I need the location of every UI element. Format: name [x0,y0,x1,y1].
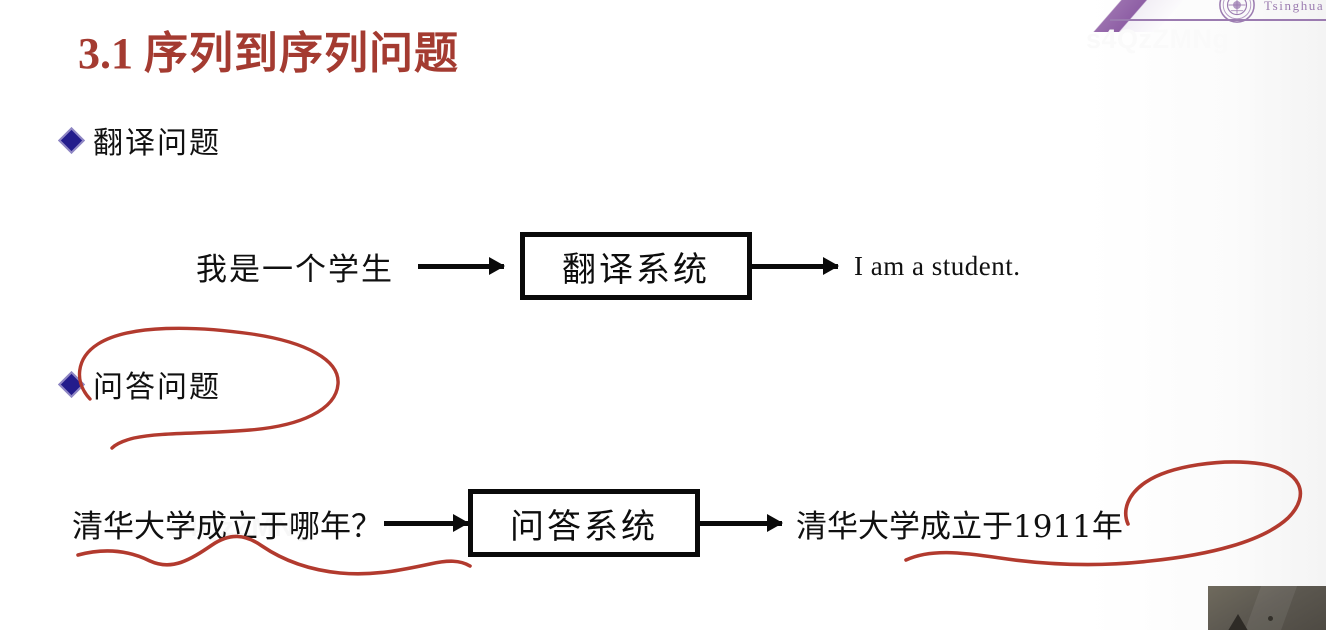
flow-system-label: 问答系统 [510,506,658,547]
bullet-item-translation: 翻译问题 [58,118,221,162]
arrow-right-icon [418,257,505,275]
overlay-silhouette [1214,614,1262,630]
translation-flow: 我是一个学生 翻译系统 I am a student. [196,232,1020,300]
qa-system-box: 问答系统 [468,489,700,557]
overlay-dot [1268,616,1273,621]
bullet-label: 问答问题 [93,370,221,405]
flow-source-text: 清华大学成立于哪年？ [72,508,382,545]
qa-flow: 清华大学成立于哪年？ 问答系统 清华大学成立于1911年 [72,489,1123,557]
bullet-label: 翻译问题 [93,126,221,161]
camera-overlay [1208,586,1326,630]
arrow-right-icon [752,257,839,275]
bullet-item-qa: 问答问题 [58,362,221,406]
diamond-bullet-icon [58,370,85,398]
arrow-right-icon [384,514,469,532]
flow-system-label: 翻译系统 [562,249,710,290]
arrow-right-icon [700,514,783,532]
flow-result-text: I am a student. [854,250,1021,281]
flow-result-text: 清华大学成立于1911年 [796,508,1123,545]
diamond-bullet-icon [58,126,85,154]
page-title: 3.1 序列到序列问题 [78,28,459,79]
title-number: 3.1 [78,29,133,78]
watermark-top-right: s4QzZMNg [1086,24,1230,54]
translation-system-box: 翻译系统 [520,232,752,300]
brand-header: Tsinghua [1046,0,1326,32]
flow-source-text: 我是一个学生 [196,251,394,288]
brand-name-label: Tsinghua [1264,0,1325,13]
brand-rule-divider [1110,19,1326,21]
title-text: 序列到序列问题 [144,28,459,79]
tsinghua-seal-icon [1219,0,1255,23]
